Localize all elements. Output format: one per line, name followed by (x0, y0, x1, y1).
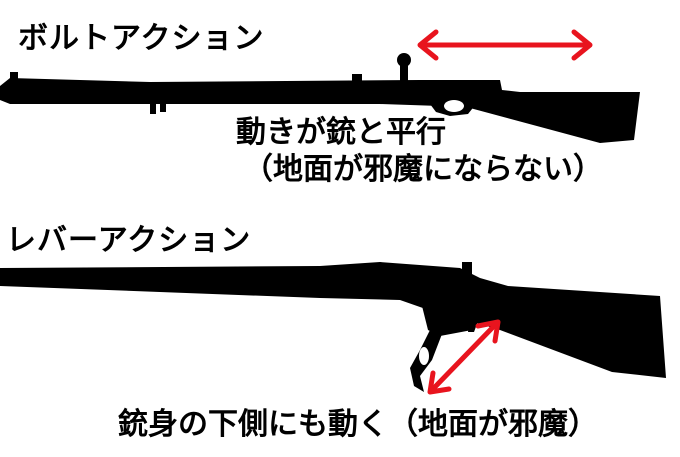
lever-action-note: 銃身の下側にも動く（地面が邪魔） (118, 407, 598, 442)
bolt-action-note-line-1: 動きが銃と平行 (236, 115, 446, 150)
bolt-action-title: ボルトアクション (18, 21, 265, 56)
lever-movement-arrow (427, 319, 501, 395)
lever-action-rifle-silhouette (0, 262, 666, 392)
bolt-action-rifle-silhouette (0, 53, 640, 143)
bolt-action-note-line-2: （地面が邪魔にならない） (243, 152, 603, 187)
bolt-movement-arrow (417, 29, 593, 61)
lever-action-title: レバーアクション (6, 223, 252, 258)
